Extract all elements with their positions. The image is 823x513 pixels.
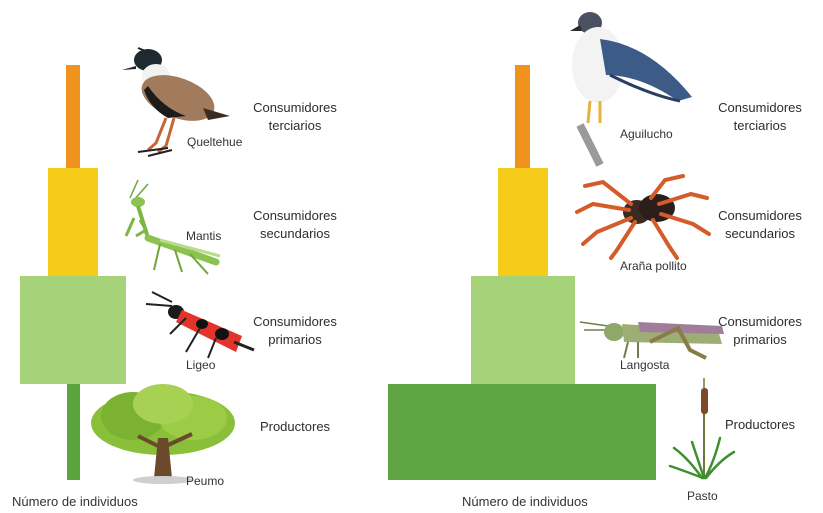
trophic-label-tertiary: Consumidores terciarios	[700, 99, 820, 135]
species-label-arana-pollito: Araña pollito	[620, 257, 687, 275]
bar-producers	[388, 384, 656, 480]
species-label-mantis: Mantis	[186, 227, 221, 245]
trophic-label-producers: Productores	[235, 418, 355, 436]
bar-tertiary-consumers	[66, 65, 80, 168]
bar-tertiary-consumers	[515, 65, 530, 168]
trophic-label-primary: Consumidores primarios	[235, 313, 355, 349]
species-label-ligeo: Ligeo	[186, 356, 215, 374]
bar-secondary-consumers	[498, 168, 548, 276]
species-label-langosta: Langosta	[620, 356, 669, 374]
trophic-label-primary: Consumidores primarios	[700, 313, 820, 349]
tarantula-icon	[573, 174, 713, 260]
bar-primary-consumers	[471, 276, 575, 384]
bar-primary-consumers	[20, 276, 126, 384]
trophic-label-producers: Productores	[700, 416, 820, 434]
axis-label-right: Número de individuos	[462, 493, 588, 511]
axis-label-left: Número de individuos	[12, 493, 138, 511]
trophic-label-secondary: Consumidores secundarios	[235, 207, 355, 243]
species-label-peumo: Peumo	[186, 472, 224, 490]
bar-secondary-consumers	[48, 168, 98, 276]
bar-producers	[67, 384, 80, 480]
trophic-label-secondary: Consumidores secundarios	[700, 207, 820, 243]
trophic-label-tertiary: Consumidores terciarios	[235, 99, 355, 135]
species-label-aguilucho: Aguilucho	[620, 125, 673, 143]
species-label-pasto: Pasto	[687, 487, 718, 505]
species-label-queltehue: Queltehue	[187, 133, 242, 151]
